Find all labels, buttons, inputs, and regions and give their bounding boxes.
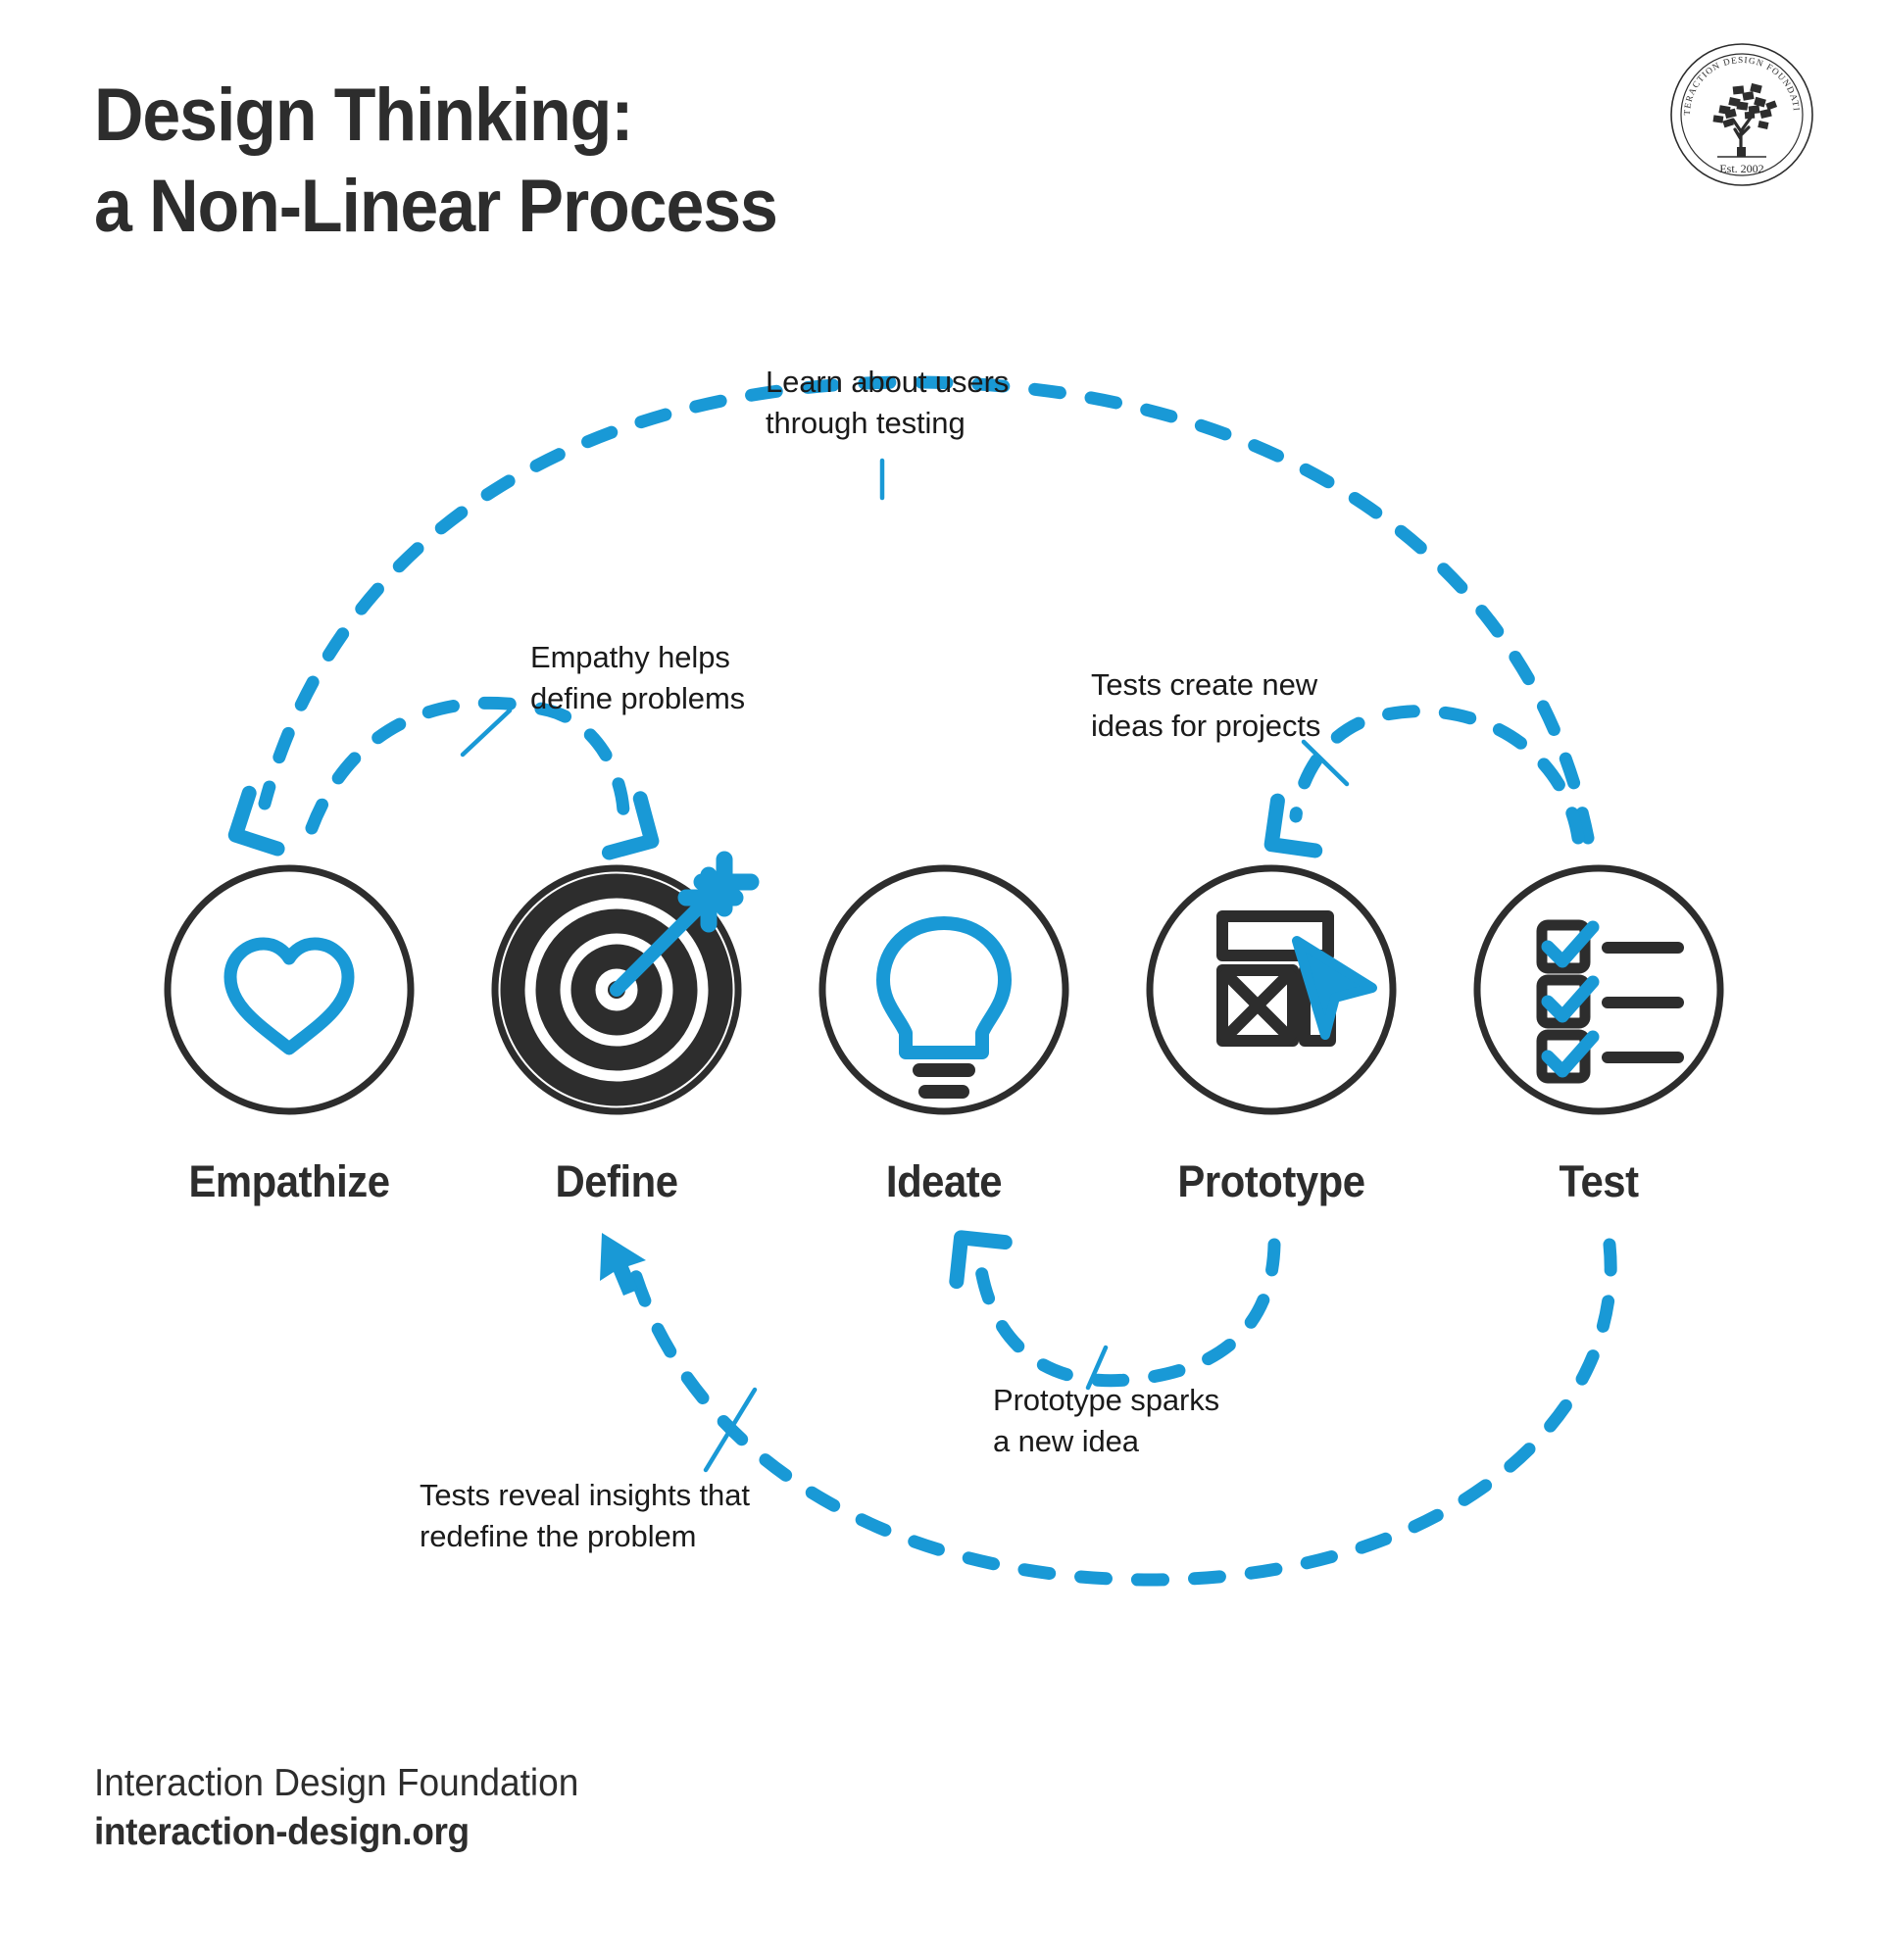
footer-organization: Interaction Design Foundation xyxy=(94,1762,579,1804)
stage-test[interactable] xyxy=(1473,864,1724,1115)
arrowhead-into-prototype xyxy=(1263,793,1323,858)
arc-test-to-prototype xyxy=(1289,705,1585,845)
page-title: Design Thinking: a Non-Linear Process xyxy=(94,71,1074,252)
checkmark-2 xyxy=(1541,975,1600,1023)
stage-label-test: Test xyxy=(1559,1156,1639,1206)
idf-seal-icon: INTERACTION DESIGN FOUNDATION xyxy=(1664,33,1813,186)
stage-empathize[interactable] xyxy=(164,864,415,1115)
footer: Interaction Design Foundation interactio… xyxy=(94,1759,604,1857)
annotation-learn-about-users: Learn about users through testing xyxy=(766,365,1010,440)
arrowhead-into-define-bottom xyxy=(600,1233,646,1296)
arrow-icon xyxy=(610,851,760,997)
arrowhead-into-ideate xyxy=(949,1230,1013,1290)
logo-established-text: Est. 2002 xyxy=(1719,162,1763,175)
target-ring-outer xyxy=(500,873,733,1106)
stage-circle-test xyxy=(1473,864,1724,1115)
heart-icon xyxy=(223,937,355,1055)
arc-empathize-to-define xyxy=(305,696,630,835)
cursor-pointer-icon xyxy=(1292,936,1377,1040)
target-ring-inner xyxy=(570,944,663,1036)
footer-website[interactable]: interaction-design.org xyxy=(94,1810,470,1853)
leader-line-tests-new xyxy=(1301,739,1350,787)
stage-label-ideate: Ideate xyxy=(885,1156,1003,1206)
title-line-1: Design Thinking: xyxy=(94,74,634,157)
annotation-tests-create-new-ideas: Tests create new ideas for projects xyxy=(1091,667,1321,743)
arrowhead-into-empathize xyxy=(227,785,285,857)
checkmark-3 xyxy=(1541,1030,1600,1078)
stage-ideate[interactable] xyxy=(818,864,1069,1115)
leader-line-proto xyxy=(1085,1345,1109,1391)
leader-line-tests-reveal xyxy=(703,1387,758,1473)
arc-prototype-to-ideate xyxy=(973,1238,1281,1388)
annotation-tests-reveal-insights: Tests reveal insights that redefine the … xyxy=(420,1478,750,1553)
target-ring-middle xyxy=(535,908,698,1071)
lightbulb-icon xyxy=(876,916,1012,1059)
stage-prototype[interactable] xyxy=(1146,864,1397,1115)
title-line-2: a Non-Linear Process xyxy=(94,164,778,248)
annotation-prototype-sparks-idea: Prototype sparks a new idea xyxy=(993,1383,1220,1458)
arrowhead-into-define-top xyxy=(601,791,660,860)
arc-test-to-empathize xyxy=(258,375,1595,845)
idf-logo: INTERACTION DESIGN FOUNDATION xyxy=(1664,33,1815,188)
leader-line-empathy xyxy=(460,708,513,758)
stage-define[interactable] xyxy=(491,851,760,1115)
checklist-icon xyxy=(1536,919,1684,1084)
checkmark-1 xyxy=(1541,920,1600,968)
stage-circle-empathize xyxy=(164,864,415,1115)
annotation-empathy-helps-define: Empathy helps define problems xyxy=(530,640,746,715)
stage-label-empathize: Empathize xyxy=(188,1156,390,1206)
arc-test-to-define xyxy=(625,1238,1617,1587)
stage-circle-ideate xyxy=(818,864,1069,1115)
stage-label-define: Define xyxy=(555,1156,678,1206)
stage-label-prototype: Prototype xyxy=(1177,1156,1365,1206)
